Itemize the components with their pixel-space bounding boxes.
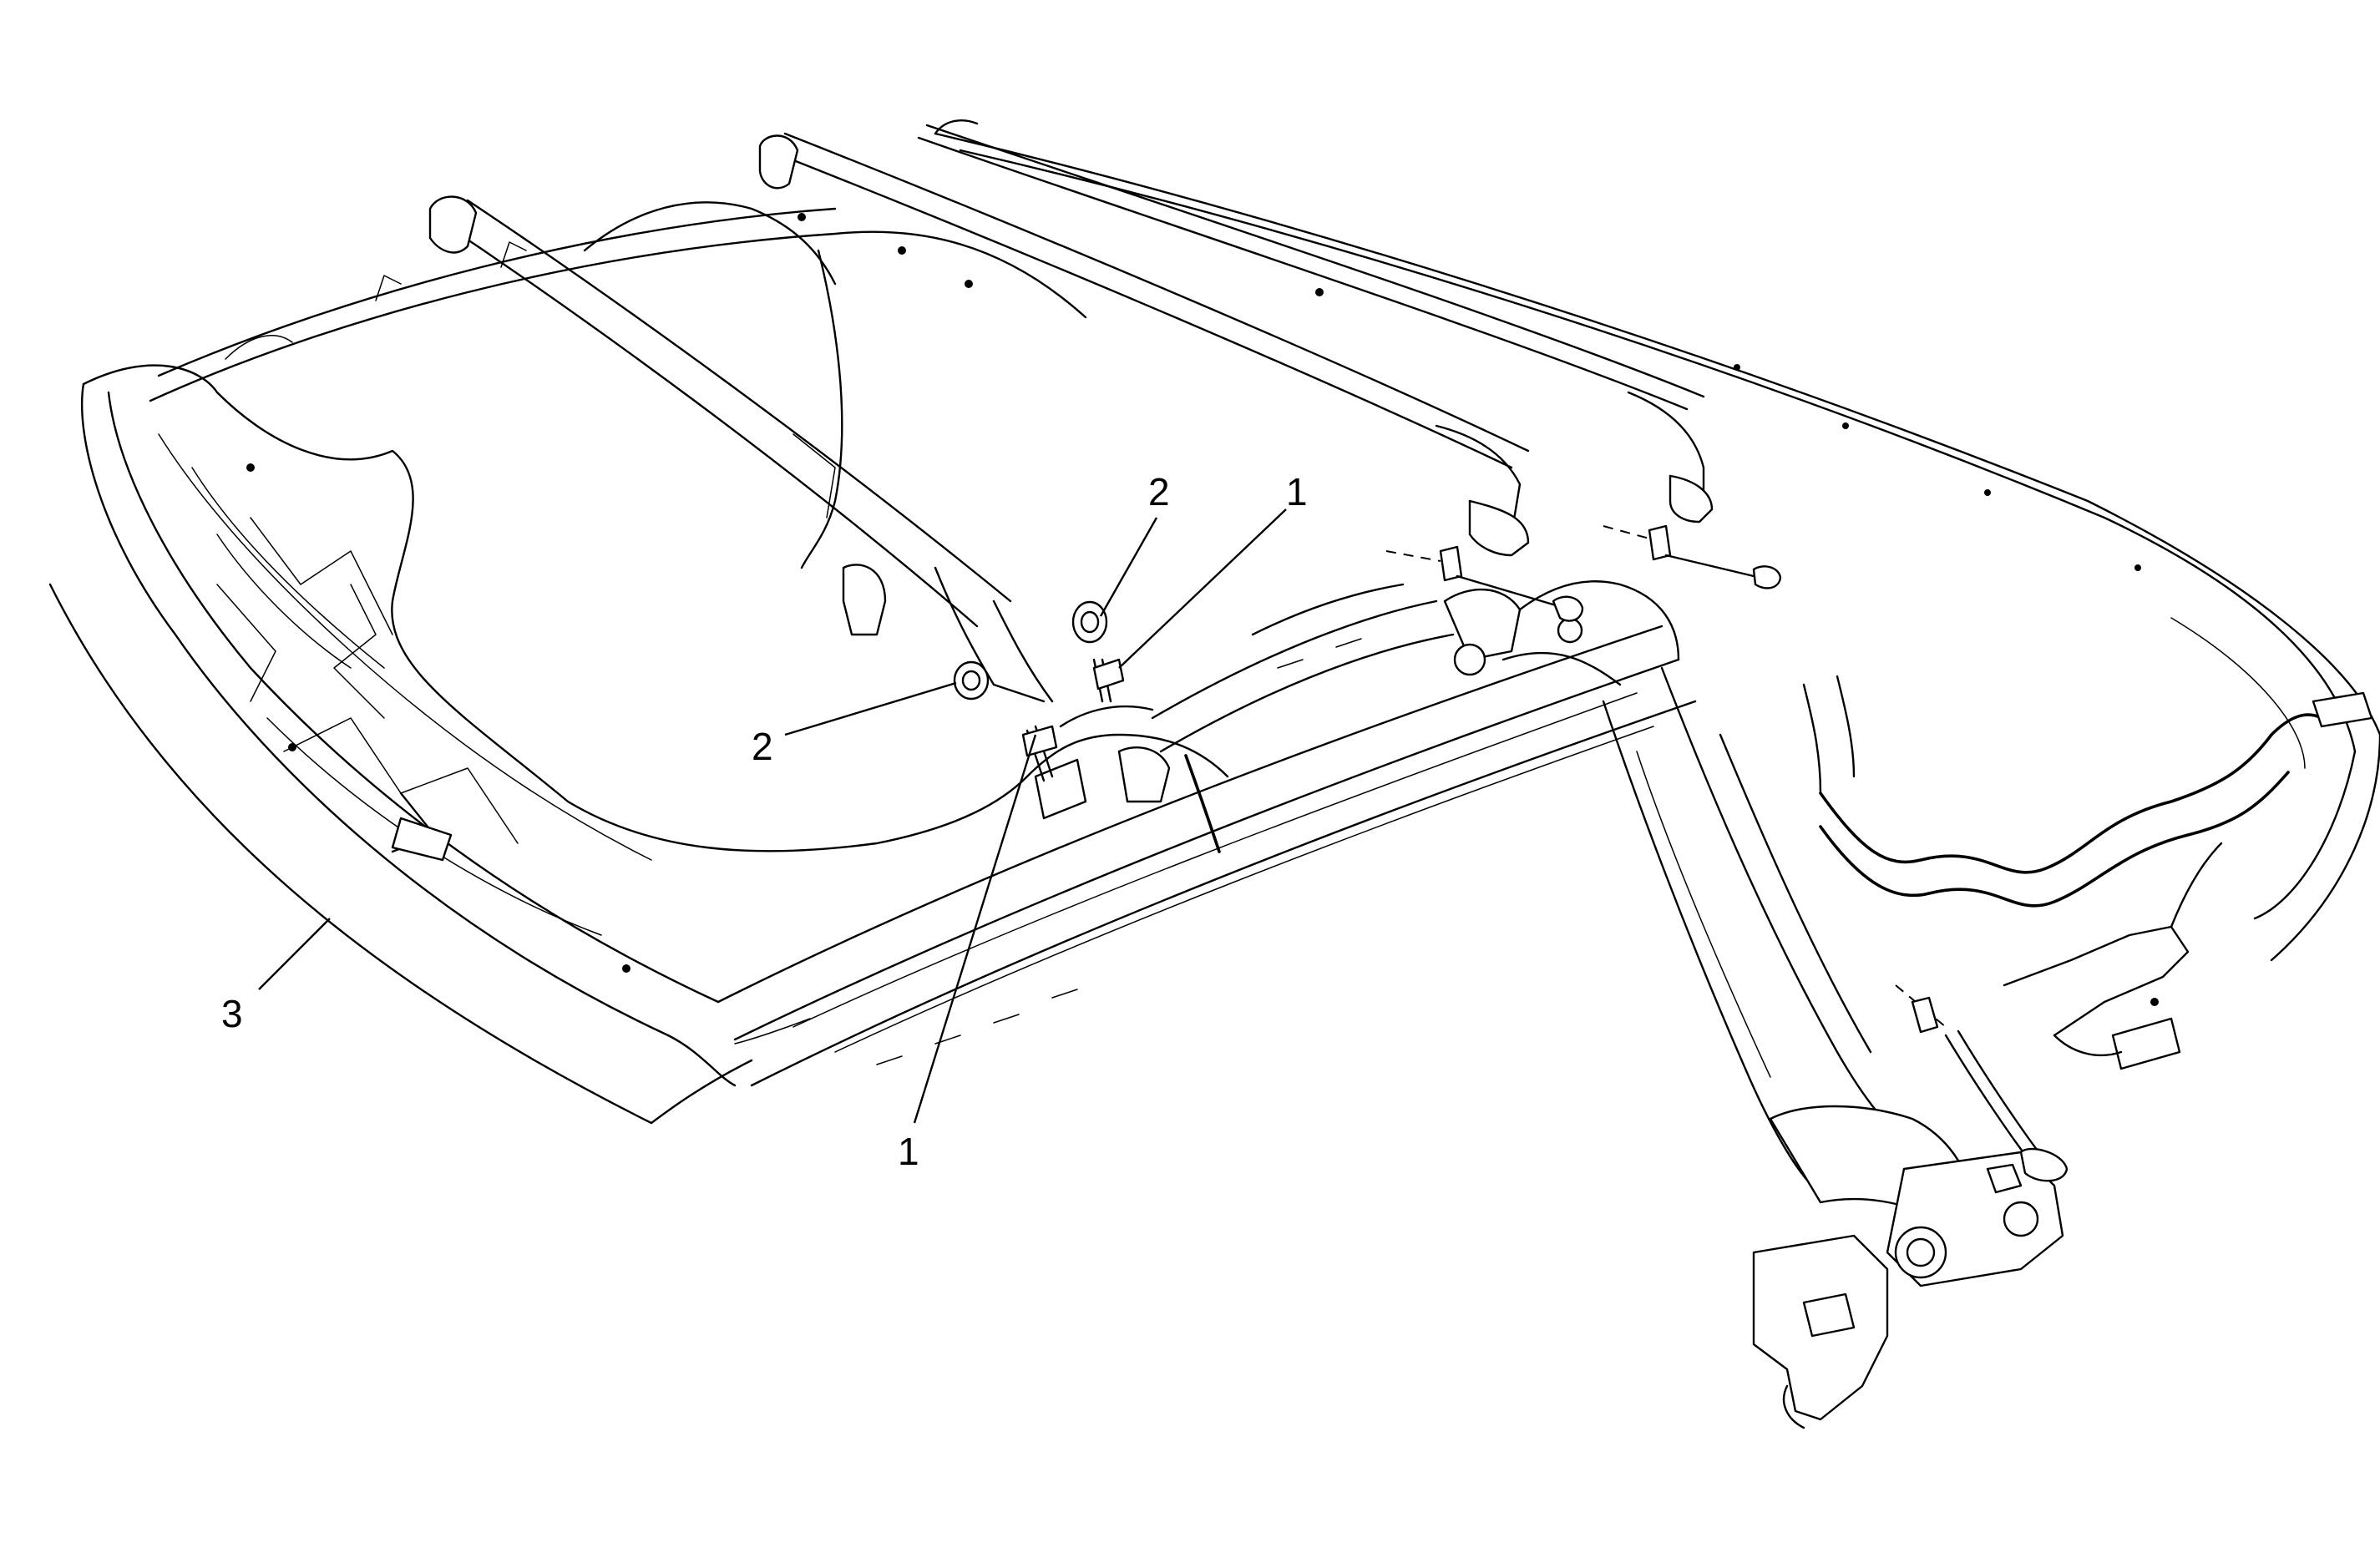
roof-bow-front — [428, 195, 1054, 703]
callout-1-upper: 1 — [1286, 470, 1308, 513]
callout-labels: 1 1 2 2 3 — [221, 470, 1308, 1173]
rear-pivot-bracket — [1602, 666, 2064, 1429]
clip-right — [1603, 524, 1782, 589]
fasteners — [953, 524, 2069, 1182]
leader-1-upper — [1118, 508, 1287, 669]
leader-lines — [258, 508, 1287, 1124]
nut-left — [953, 660, 990, 701]
callout-2-upper: 2 — [1148, 470, 1170, 513]
bolt-lower-right — [1895, 984, 2069, 1182]
leader-1-lower — [913, 734, 1037, 1124]
leader-2-upper — [1099, 517, 1158, 617]
roof-bow-middle — [758, 132, 1530, 557]
stud-bolt-upper — [1092, 658, 1125, 703]
front-cross-rail — [717, 625, 1697, 1087]
stud-bolt-lower — [1021, 725, 1058, 782]
center-linkage — [1025, 580, 1680, 820]
leader-2-left — [784, 681, 957, 736]
callout-2-left: 2 — [752, 725, 773, 768]
nut-upper — [1071, 600, 1108, 644]
callout-3: 3 — [221, 992, 243, 1035]
callout-1-lower: 1 — [898, 1130, 919, 1173]
left-side-rail — [149, 201, 1087, 636]
right-latch-bracket — [2003, 842, 2223, 1070]
front-header-frame — [48, 364, 1029, 1125]
hydraulic-line — [1802, 675, 2373, 908]
clip-center — [1385, 545, 1584, 622]
leader-3 — [258, 918, 331, 990]
roof-bow-rear — [917, 124, 1714, 524]
rear-side-rail — [934, 119, 2380, 962]
